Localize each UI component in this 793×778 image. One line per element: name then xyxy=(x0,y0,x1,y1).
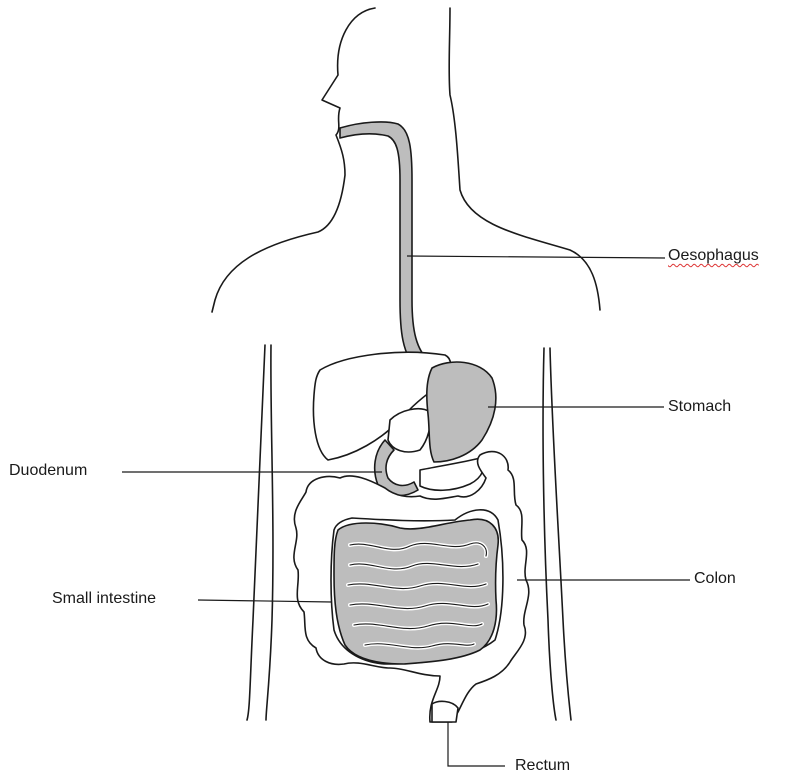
stomach-organ xyxy=(427,362,496,462)
right-arm-outer xyxy=(550,348,571,720)
right-arm-inner xyxy=(543,348,556,720)
duodenum-label: Duodenum xyxy=(9,463,87,479)
pancreas-organ xyxy=(420,458,484,490)
neck-right-outline xyxy=(449,8,600,310)
oesophagus-leader-line xyxy=(407,256,665,258)
stomach-label: Stomach xyxy=(668,399,731,415)
small-intestine-label: Small intestine xyxy=(52,591,156,607)
oesophagus-organ xyxy=(340,122,430,370)
rectum-leader-line xyxy=(448,722,505,766)
left-arm-inner xyxy=(266,345,273,720)
body-outline xyxy=(212,8,375,312)
left-arm-outer xyxy=(247,345,265,720)
rectum-label: Rectum xyxy=(515,758,570,774)
colon-label: Colon xyxy=(694,571,736,587)
oesophagus-label: Oesophagus xyxy=(668,248,759,264)
rectum-organ xyxy=(432,701,458,722)
